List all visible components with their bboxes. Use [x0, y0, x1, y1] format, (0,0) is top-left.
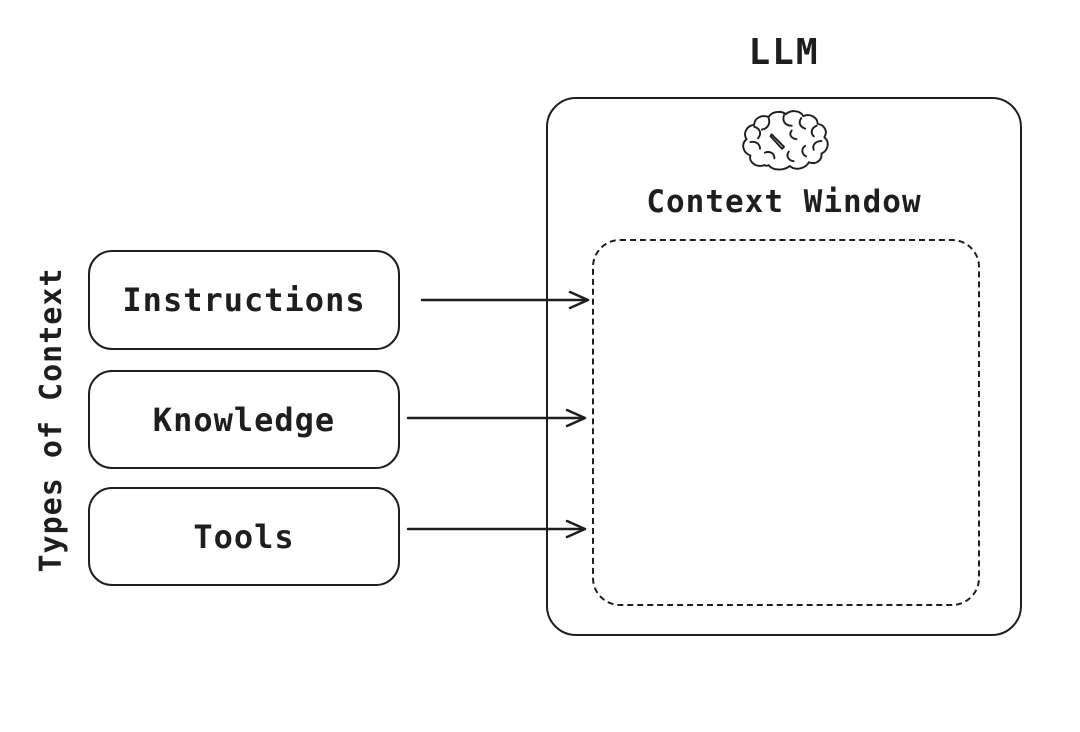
knowledge-box-label: Knowledge	[152, 400, 336, 439]
tools-box-label: Tools	[193, 517, 295, 556]
llm-box: Context Window	[546, 97, 1022, 636]
instructions-box-label: Instructions	[122, 281, 366, 319]
llm-title: LLM	[748, 32, 820, 73]
types-of-context-axis-label: Types of Context	[34, 267, 69, 573]
tools-box: Tools	[88, 487, 400, 586]
brain-icon	[736, 109, 832, 177]
context-window-box	[592, 239, 980, 606]
knowledge-box: Knowledge	[88, 370, 400, 469]
instructions-box: Instructions	[88, 250, 400, 350]
context-window-label: Context Window	[646, 184, 922, 220]
